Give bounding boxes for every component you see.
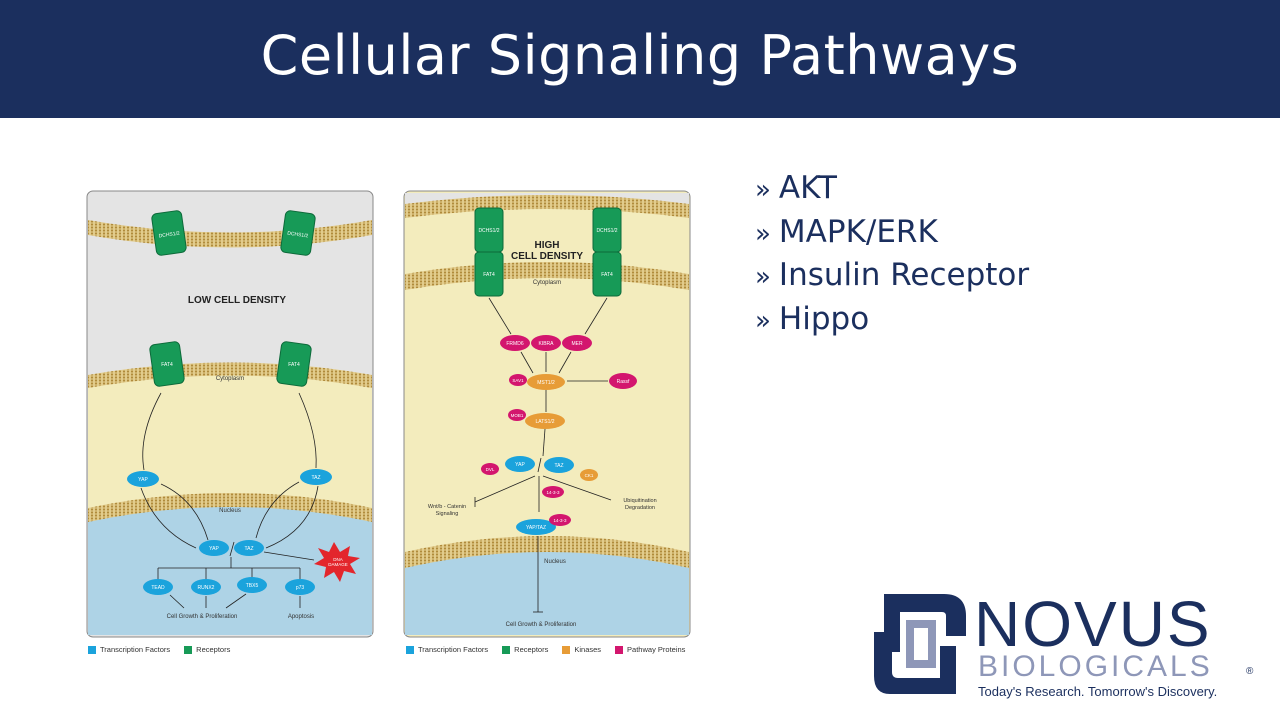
kinase-mst (527, 374, 565, 390)
right-title-line2: CELL DENSITY (511, 251, 583, 262)
tf-p73 (285, 579, 315, 595)
yap-cytoplasm-left (127, 471, 159, 487)
tf-runx2-label: RUNX2 (198, 585, 215, 591)
receptor-fat4-r-left (474, 251, 504, 297)
receptor-fat4-r-right (592, 251, 622, 297)
legend-item-receptors-r: Receptors (502, 645, 548, 654)
right-nucleus-label: Nucleus (544, 559, 566, 565)
taz-right (544, 457, 574, 473)
yaptaz-complex-label: YAP/TAZ (526, 525, 546, 531)
tf-runx2 (191, 579, 221, 595)
yap-nucleus-left-label: YAP (209, 546, 219, 552)
kinase-kibra (531, 335, 561, 351)
kinase-lats (525, 413, 565, 429)
p1433-a-label: 14-3-3 (546, 490, 560, 495)
kinase-frmd6 (500, 335, 530, 351)
ck1 (580, 469, 598, 481)
right-growth-label: Cell Growth & Proliferation (506, 622, 577, 628)
dvl (481, 463, 499, 475)
right-title-line1: HIGH (535, 240, 560, 251)
kinase-frmd6-label: FRMD6 (506, 341, 523, 347)
tf-tbx5-label: TBX5 (246, 583, 259, 589)
yap-right-label: YAP (515, 462, 525, 468)
receptor-fat4-left-label: FAT4 (161, 362, 173, 368)
yap-right (505, 456, 535, 472)
title-bar: Cellular Signaling Pathways (0, 0, 1280, 118)
receptor-dchs-left (151, 210, 187, 256)
yap-cytoplasm-left-label: YAP (138, 477, 148, 483)
p1433-b-label: 14-3-3 (553, 518, 567, 523)
mob1 (508, 409, 526, 421)
tf-tead-label: TEAD (151, 585, 165, 591)
right-cytoplasm-label: Cytoplasm (533, 280, 561, 286)
pathway-list: »AKT »MAPK/ERK »Insulin Receptor »Hippo (755, 168, 1029, 342)
right-legend: Transcription Factors Receptors Kinases … (406, 645, 685, 654)
kinase-mst-label: MST1/2 (537, 380, 555, 386)
yap-nucleus-left (199, 540, 229, 556)
list-item: »Insulin Receptor (755, 257, 1030, 293)
left-legend: Transcription Factors Receptors (88, 645, 230, 654)
novus-logo: NOVUS BIOLOGICALS ® Today's Research. To… (874, 588, 1254, 699)
sav1 (509, 374, 527, 386)
legend-item-transcription: Transcription Factors (88, 645, 170, 654)
receptor-fat4-right-label: FAT4 (288, 362, 300, 368)
rassf-label: Rassf (617, 379, 630, 385)
p1433-a (542, 486, 564, 498)
left-cytoplasm-label: Cytoplasm (216, 376, 244, 382)
kinase-mer-label: MER (571, 341, 583, 347)
receptor-dchs-left-label: DCHS1/2 (158, 231, 180, 240)
taz-nucleus-left (234, 540, 264, 556)
logo-registered: ® (1246, 666, 1254, 677)
receptor-fat4-r-left-label: FAT4 (483, 272, 495, 278)
receptor-fat4-r-right-label: FAT4 (601, 272, 613, 278)
ck1-label: CK1 (585, 473, 594, 478)
sav1-label: SAV1 (512, 378, 524, 383)
high-density-diagram: HIGH CELL DENSITY DCHS1/2 FAT4 DCHS1/2 F… (403, 190, 691, 638)
list-item: »AKT (755, 170, 837, 206)
yaptaz-complex (516, 519, 556, 535)
kinase-mer (562, 335, 592, 351)
logo-brand: NOVUS (974, 588, 1212, 660)
tf-tbx5 (237, 577, 267, 593)
slide-title: Cellular Signaling Pathways (260, 24, 1020, 87)
novus-emblem-icon (874, 594, 966, 694)
taz-right-label: TAZ (554, 463, 563, 469)
legend-item-pathway: Pathway Proteins (615, 645, 685, 654)
logo-tagline: Today's Research. Tomorrow's Discovery. (978, 684, 1217, 699)
tf-p73-label: p73 (296, 585, 305, 591)
kinase-kibra-label: KIBRA (538, 341, 554, 347)
rassf (609, 373, 637, 389)
tf-tead (143, 579, 173, 595)
receptor-dchs-right (280, 210, 316, 256)
taz-nucleus-left-label: TAZ (244, 546, 253, 552)
mob1-label: MOB1 (511, 413, 524, 418)
dvl-label: DVL (486, 467, 495, 472)
low-density-diagram: DCHS1/2 DCHS1/2 LOW CELL DENSITY FAT4 FA… (86, 190, 374, 638)
p1433-b (549, 514, 571, 526)
list-item: »Hippo (755, 300, 870, 337)
receptor-fat4-right (276, 341, 312, 387)
dna-damage-burst (314, 542, 360, 582)
taz-cytoplasm-left (300, 469, 332, 485)
receptor-fat4-left (149, 341, 185, 387)
left-growth-label: Cell Growth & Proliferation (167, 614, 238, 620)
receptor-dchs-r-left-label: DCHS1/2 (478, 228, 499, 234)
left-title: LOW CELL DENSITY (188, 295, 286, 306)
taz-cytoplasm-left-label: TAZ (311, 475, 320, 481)
receptor-dchs-r-right-label: DCHS1/2 (596, 228, 617, 234)
legend-item-transcription-r: Transcription Factors (406, 645, 488, 654)
left-apoptosis-label: Apoptosis (288, 614, 314, 620)
legend-item-kinases: Kinases (562, 645, 601, 654)
left-nucleus-label: Nucleus (219, 508, 241, 514)
list-item: »MAPK/ERK (755, 213, 938, 250)
kinase-lats-label: LATS1/2 (535, 419, 554, 425)
legend-item-receptors: Receptors (184, 645, 230, 654)
receptor-dchs-right-label: DCHS1/2 (287, 231, 309, 240)
logo-sub: BIOLOGICALS (978, 650, 1213, 683)
